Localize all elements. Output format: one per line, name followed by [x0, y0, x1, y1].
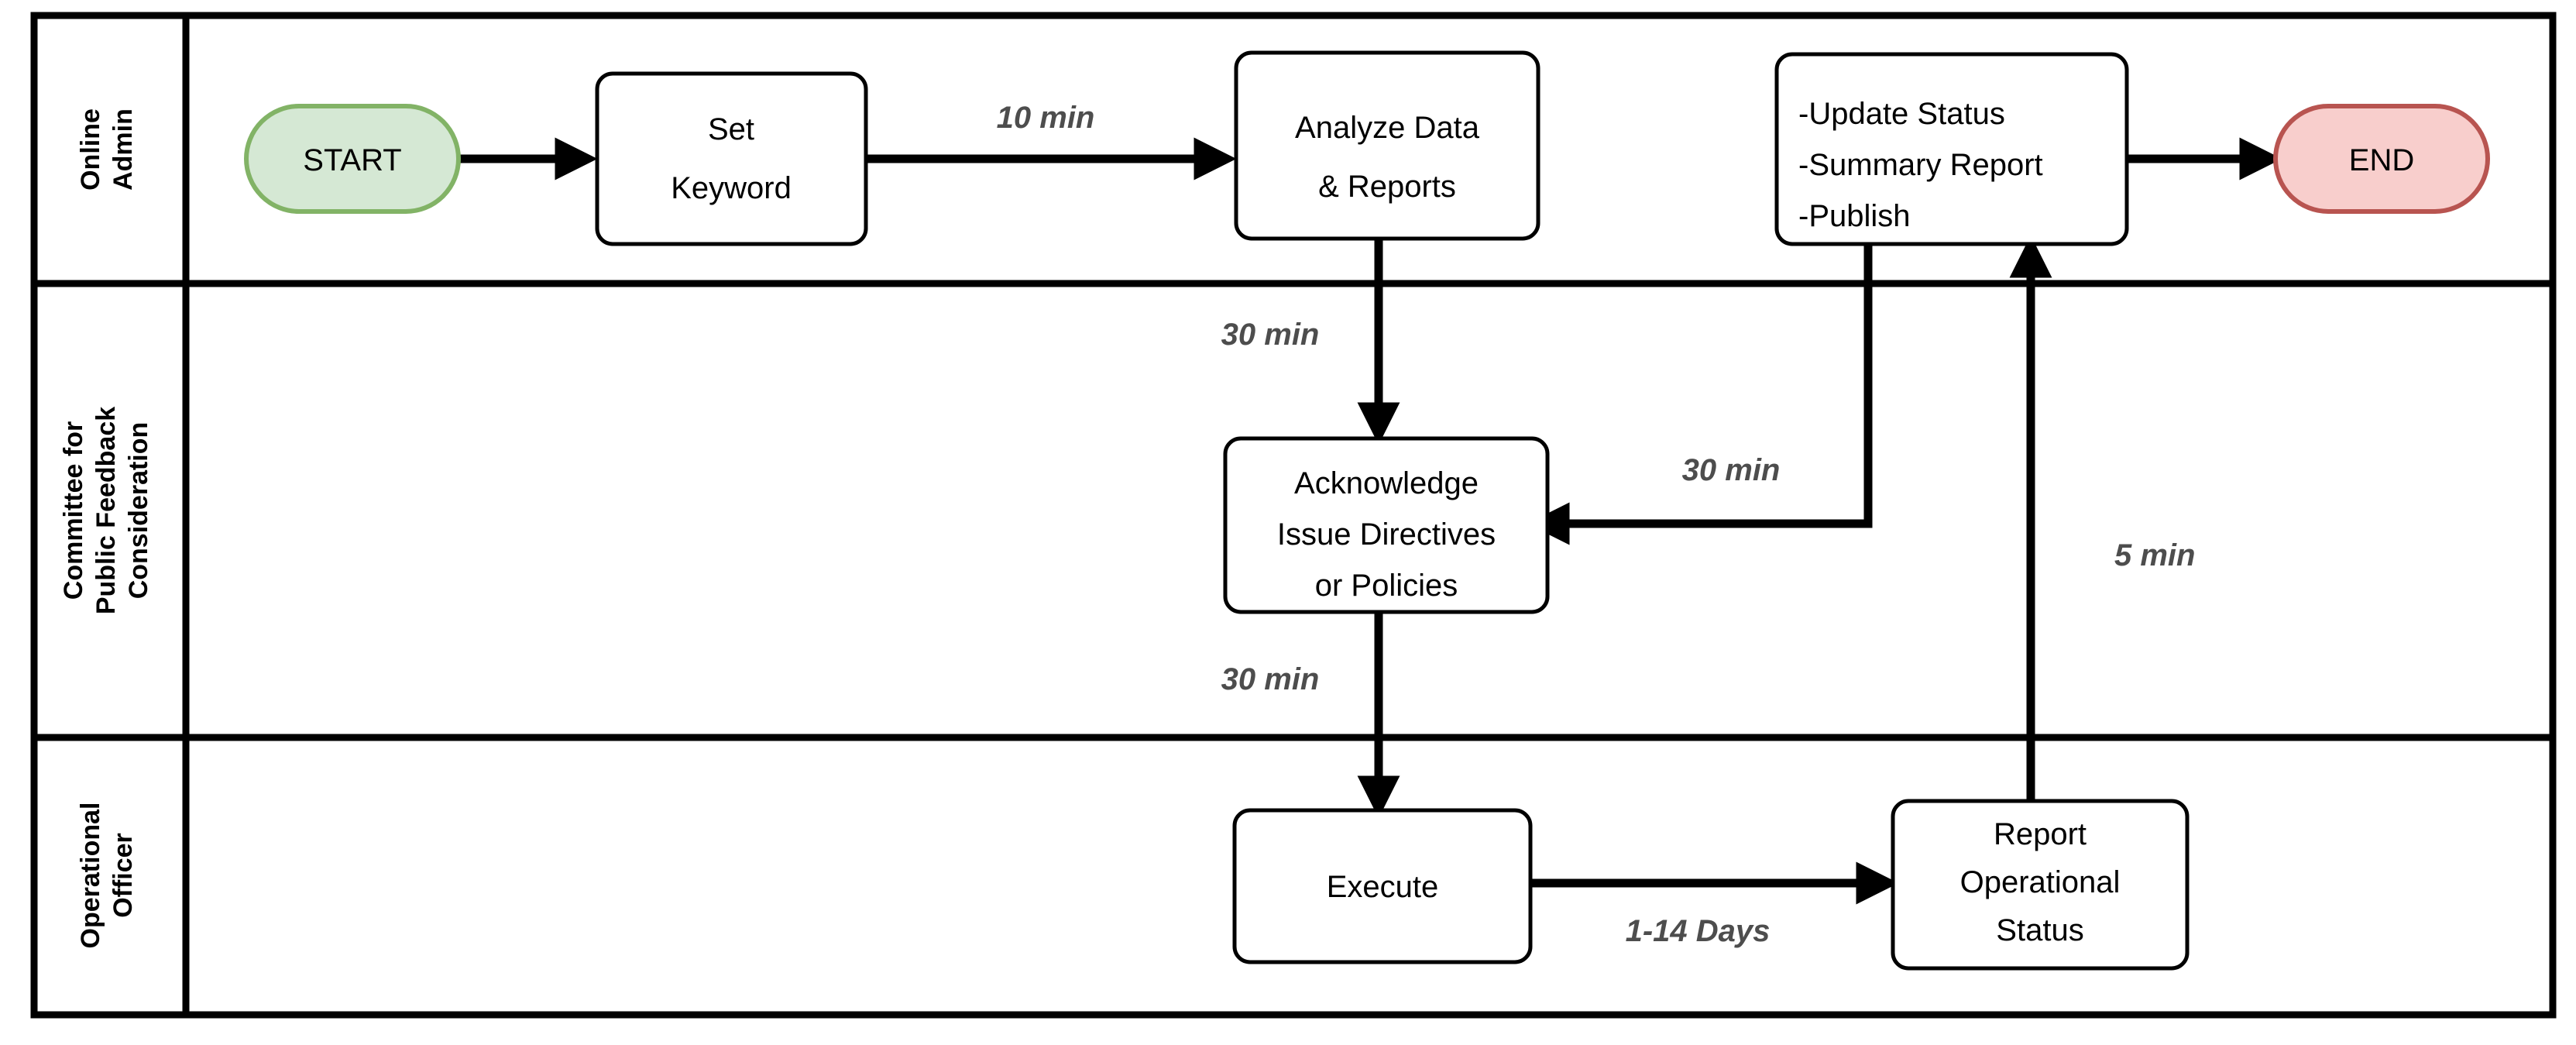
node-analyze-data[interactable]: Analyze Data & Reports: [1234, 50, 1540, 241]
node-analyze-data-line: Analyze Data: [1295, 111, 1480, 145]
edge-line: [1527, 244, 1873, 545]
edge-set-keyword-to-analyze: 10 min: [866, 101, 1237, 180]
edge-label-10min: 10 min: [997, 101, 1095, 135]
node-acknowledge-line: Issue Directives: [1277, 517, 1496, 552]
node-start-shape[interactable]: [244, 104, 461, 214]
node-execute-shape[interactable]: [1232, 808, 1533, 964]
node-end-label: END: [2349, 143, 2414, 177]
node-analyze-data-shape[interactable]: [1234, 50, 1540, 241]
node-acknowledge-line: Acknowledge: [1294, 466, 1479, 500]
lane-label-line: Online: [76, 108, 105, 191]
node-acknowledge-shape[interactable]: [1223, 436, 1550, 614]
node-analyze-data-line: & Reports: [1318, 170, 1456, 204]
edge-label-30min-execute: 30 min: [1221, 662, 1320, 696]
node-end-shape[interactable]: [2273, 104, 2490, 214]
node-update-status-line: -Update Status: [1798, 97, 2005, 131]
edge-execute-to-report: 1-14 Days: [1530, 861, 1899, 948]
node-update-status[interactable]: -Update Status -Summary Report -Publish: [1774, 52, 2129, 246]
node-set-keyword-shape[interactable]: [595, 71, 868, 246]
node-execute-label: Execute: [1327, 870, 1439, 904]
node-start-label: START: [303, 143, 401, 177]
edge-label-1-14-days: 1-14 Days: [1626, 914, 1771, 948]
node-acknowledge[interactable]: Acknowledge Issue Directives or Policies: [1223, 436, 1550, 614]
edge-label-30min-analyze: 30 min: [1221, 318, 1320, 352]
node-update-status-line: -Summary Report: [1798, 148, 2043, 182]
lane-label-operational-officer: Operational Officer: [76, 803, 138, 949]
edge-label-30min-feedback: 30 min: [1682, 453, 1781, 487]
edge-label-5min: 5 min: [2114, 538, 2195, 572]
lane-label-line: Public Feedback: [91, 407, 121, 614]
edge-analyze-to-acknowledge: 30 min: [1221, 239, 1400, 445]
node-execute[interactable]: Execute: [1232, 808, 1533, 964]
pool-outer-border: [30, 12, 2557, 1019]
node-report-operational-status-shape[interactable]: [1891, 799, 2190, 971]
edge-report-to-update-status: 5 min: [2009, 235, 2195, 806]
node-acknowledge-line: or Policies: [1315, 569, 1458, 603]
node-set-keyword-line: Set: [708, 112, 754, 146]
lane-label-online-admin: Online Admin: [76, 108, 138, 191]
pool-frame: [30, 12, 2557, 1019]
edge-acknowledge-to-execute: 30 min: [1221, 612, 1400, 819]
node-report-line: Report: [1994, 817, 2087, 851]
node-update-status-line: -Publish: [1798, 199, 1911, 233]
lane-label-line: Officer: [108, 833, 138, 918]
node-set-keyword-line: Keyword: [671, 171, 792, 205]
edge-update-status-to-acknowledge: 30 min: [1527, 244, 1873, 545]
node-update-status-shape[interactable]: [1774, 52, 2129, 246]
lane-label-committee: Committee for Public Feedback Considerat…: [59, 407, 153, 614]
lane-label-line: Committee for: [59, 421, 88, 600]
node-set-keyword[interactable]: Set Keyword: [595, 71, 868, 246]
lane-label-line: Operational: [76, 803, 105, 949]
node-start[interactable]: START: [244, 104, 461, 214]
node-report-line: Operational: [1960, 865, 2121, 899]
node-report-line: Status: [1996, 913, 2083, 947]
node-end[interactable]: END: [2273, 104, 2490, 214]
lane-label-line: Consideration: [124, 422, 153, 600]
node-report-operational-status[interactable]: Report Operational Status: [1891, 799, 2190, 971]
lane-label-line: Admin: [108, 108, 138, 191]
